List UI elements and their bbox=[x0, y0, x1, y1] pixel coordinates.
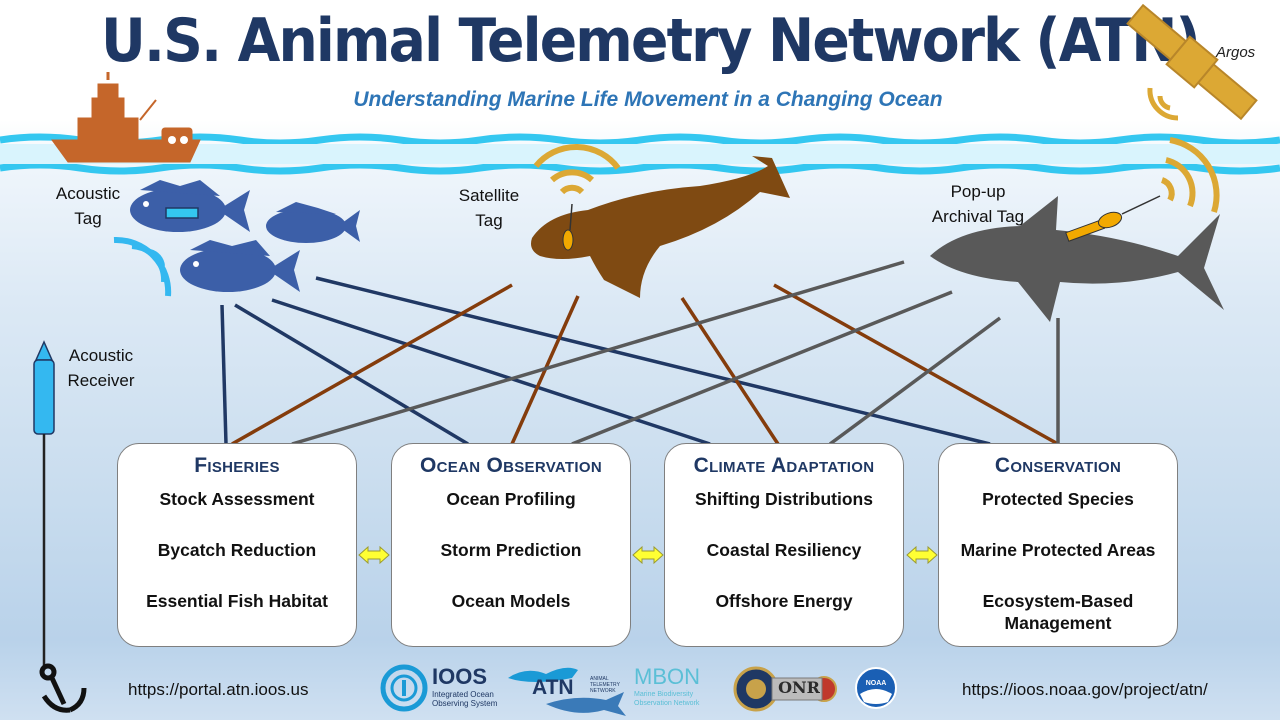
popup-tag-label-line: Pop-up bbox=[950, 182, 1006, 201]
box-title: Fisheries bbox=[194, 454, 280, 477]
noaa-logo[interactable]: NOAA bbox=[854, 666, 898, 710]
page-subtitle: Understanding Marine Life Movement in a … bbox=[353, 88, 943, 111]
atn-logo-subtitle-line: TELEMETRY bbox=[590, 682, 620, 688]
fishing-boat-icon bbox=[51, 72, 201, 163]
double-arrow-icon bbox=[358, 545, 390, 565]
fish-icons bbox=[130, 180, 360, 292]
box-item: Offshore Energy bbox=[715, 591, 853, 611]
ioos-logo-name: IOOS bbox=[432, 664, 488, 689]
box-item: Shifting Distributions bbox=[695, 489, 873, 509]
climate-adaptation-box: Climate Adaptation Shifting Distribution… bbox=[664, 443, 904, 647]
popup-tag-label: Pop-up Archival Tag bbox=[918, 179, 1038, 229]
fish-icon bbox=[180, 240, 300, 292]
page-title: U.S. Animal Telemetry Network (ATN) bbox=[101, 6, 1201, 76]
seal-icon bbox=[531, 156, 790, 298]
ocean-surface-waves bbox=[0, 133, 1280, 175]
mbon-logo-subtitle-line: Observation Network bbox=[634, 700, 700, 707]
box-item: Coastal Resiliency bbox=[706, 540, 862, 560]
acoustic-signal-icon bbox=[113, 236, 172, 297]
box-item: Ecosystem-Based Management bbox=[982, 591, 1134, 633]
fish-icon bbox=[130, 180, 250, 232]
fisheries-box: Fisheries Stock Assessment Bycatch Reduc… bbox=[117, 443, 357, 647]
ocean-observation-box: Ocean Observation Ocean Profiling Storm … bbox=[391, 443, 631, 647]
satellite-icon bbox=[1126, 3, 1258, 121]
popup-tag-signal-icon bbox=[1160, 137, 1220, 213]
ioos-logo[interactable]: IOOS Integrated Ocean Observing System bbox=[380, 664, 500, 714]
double-arrow-icon bbox=[906, 545, 938, 565]
atn-logo-name: ATN bbox=[532, 676, 574, 699]
acoustic-tag-label-line: Acoustic bbox=[55, 184, 121, 203]
atn-logo-subtitle-line: ANIMAL bbox=[590, 676, 609, 682]
box-item: Protected Species bbox=[982, 489, 1134, 509]
acoustic-receiver-label: Acoustic Receiver bbox=[60, 343, 142, 393]
ioos-project-link[interactable]: https://ioos.noaa.gov/project/atn/ bbox=[962, 680, 1208, 699]
atn-logo-subtitle: ANIMAL TELEMETRY NETWORK bbox=[590, 676, 620, 694]
box-item: Storm Prediction bbox=[440, 540, 582, 560]
double-arrow-icon bbox=[632, 545, 664, 565]
acoustic-receiver-label-line: Acoustic bbox=[68, 346, 134, 365]
argos-label: Argos bbox=[1216, 44, 1256, 61]
mbon-logo-name: MBON bbox=[634, 664, 700, 689]
fish-icon bbox=[266, 202, 360, 243]
connection-lines bbox=[220, 260, 1060, 446]
ioos-emblem-icon bbox=[380, 664, 428, 712]
box-item: Essential Fish Habitat bbox=[146, 591, 328, 611]
anchor-icon bbox=[39, 663, 87, 713]
box-item: Bycatch Reduction bbox=[157, 540, 317, 560]
acoustic-receiver-label-line: Receiver bbox=[67, 371, 135, 390]
onr-logo-name: ONR bbox=[778, 678, 820, 697]
acoustic-receiver-icon bbox=[33, 340, 55, 668]
box-title: Climate Adaptation bbox=[693, 454, 875, 477]
acoustic-tag-label: Acoustic Tag bbox=[48, 181, 128, 231]
mbon-logo-subtitle-line: Marine Biodiversity bbox=[634, 691, 694, 698]
ioos-logo-subtitle-line: Observing System bbox=[432, 699, 498, 708]
box-item: Stock Assessment bbox=[159, 489, 315, 509]
acoustic-tag-icon bbox=[165, 207, 199, 219]
onr-logo[interactable]: ONR bbox=[732, 664, 838, 714]
noaa-logo-name: NOAA bbox=[865, 680, 887, 687]
box-title: Conservation bbox=[994, 454, 1122, 477]
noaa-emblem-icon bbox=[855, 667, 897, 709]
satellite-tag-signal-icon bbox=[533, 143, 621, 195]
ioos-logo-subtitle: Integrated Ocean Observing System bbox=[432, 690, 497, 708]
atn-logo-subtitle-line: NETWORK bbox=[590, 688, 616, 694]
onr-emblem-icon bbox=[733, 666, 837, 712]
mbon-logo[interactable]: MBON Marine Biodiversity Observation Net… bbox=[634, 664, 726, 714]
whale-icon bbox=[508, 667, 626, 716]
portal-link[interactable]: https://portal.atn.ioos.us bbox=[128, 680, 309, 699]
shark-icon bbox=[930, 195, 1224, 322]
acoustic-tag-label-line: Tag bbox=[74, 209, 102, 228]
satellite-tag-label: Satellite Tag bbox=[446, 183, 532, 233]
box-item: Ocean Models bbox=[451, 591, 571, 611]
box-item: Ocean Profiling bbox=[446, 489, 576, 509]
ioos-logo-subtitle-line: Integrated Ocean bbox=[432, 690, 494, 699]
box-item: Marine Protected Areas bbox=[960, 540, 1156, 560]
satellite-tag-label-line: Tag bbox=[475, 211, 503, 230]
conservation-box: Conservation Protected Species Marine Pr… bbox=[938, 443, 1178, 647]
popup-tag-label-line: Archival Tag bbox=[931, 207, 1025, 226]
mbon-logo-subtitle: Marine Biodiversity Observation Network bbox=[634, 690, 699, 708]
atn-logo[interactable]: ATN ANIMAL TELEMETRY NETWORK bbox=[506, 660, 628, 716]
box-title: Ocean Observation bbox=[420, 454, 602, 477]
satellite-tag-label-line: Satellite bbox=[458, 186, 520, 205]
